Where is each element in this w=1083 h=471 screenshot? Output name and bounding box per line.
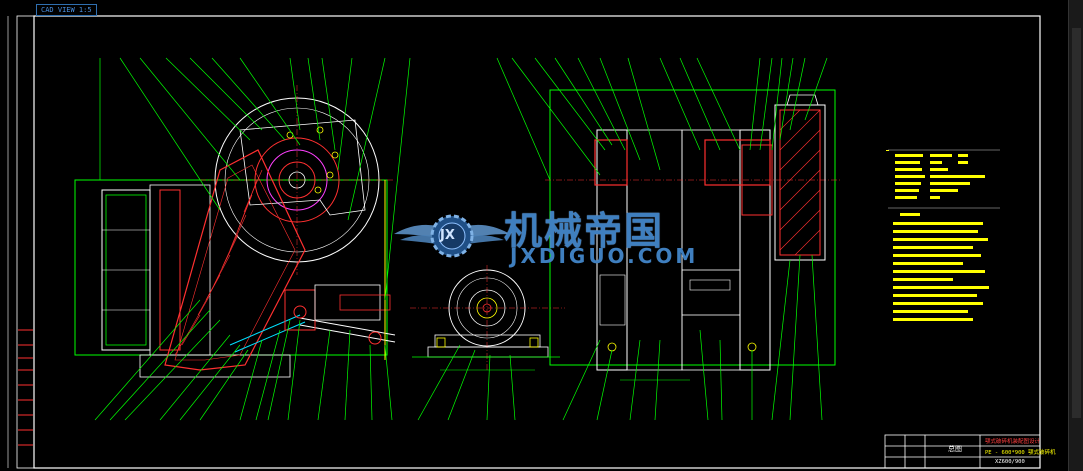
left-binding-strip (16, 15, 35, 469)
title-block-cell: 总图 (948, 445, 962, 453)
technical-notes (886, 150, 889, 151)
gear-wings-logo-icon (394, 214, 510, 258)
title-block-row2: PE - 600*900 颚式破碎机 (985, 450, 1056, 456)
logo-letters: JX (440, 228, 455, 243)
front-section-view (74, 85, 396, 378)
side-view-leaders-bottom (417, 254, 823, 421)
vertical-scrollbar[interactable] (1068, 0, 1083, 471)
watermark-domain: JXDIGUO.COM (510, 244, 699, 268)
notes-lines (888, 149, 1000, 209)
scrollbar-thumb[interactable] (1072, 28, 1081, 418)
title-block-frame (884, 434, 1041, 469)
notes-text-rows (893, 154, 989, 321)
site-watermark: JX 机械帝国 JXDIGUO.COM (392, 200, 695, 272)
title-block-row1: 颚式破碎机装配图设计 (985, 439, 1041, 445)
title-block-row3: XZ600/900 (995, 459, 1025, 465)
front-view-leaders-bottom (94, 299, 393, 421)
binding-marks (18, 329, 33, 446)
side-section-view (545, 89, 840, 381)
front-view-leaders (99, 57, 411, 301)
side-view-leaders (496, 57, 828, 181)
motor-end-view (410, 265, 565, 371)
drawing-view-tag: CAD VIEW 1:5 (36, 4, 97, 16)
watermark-chinese: 机械帝国 (504, 209, 665, 253)
